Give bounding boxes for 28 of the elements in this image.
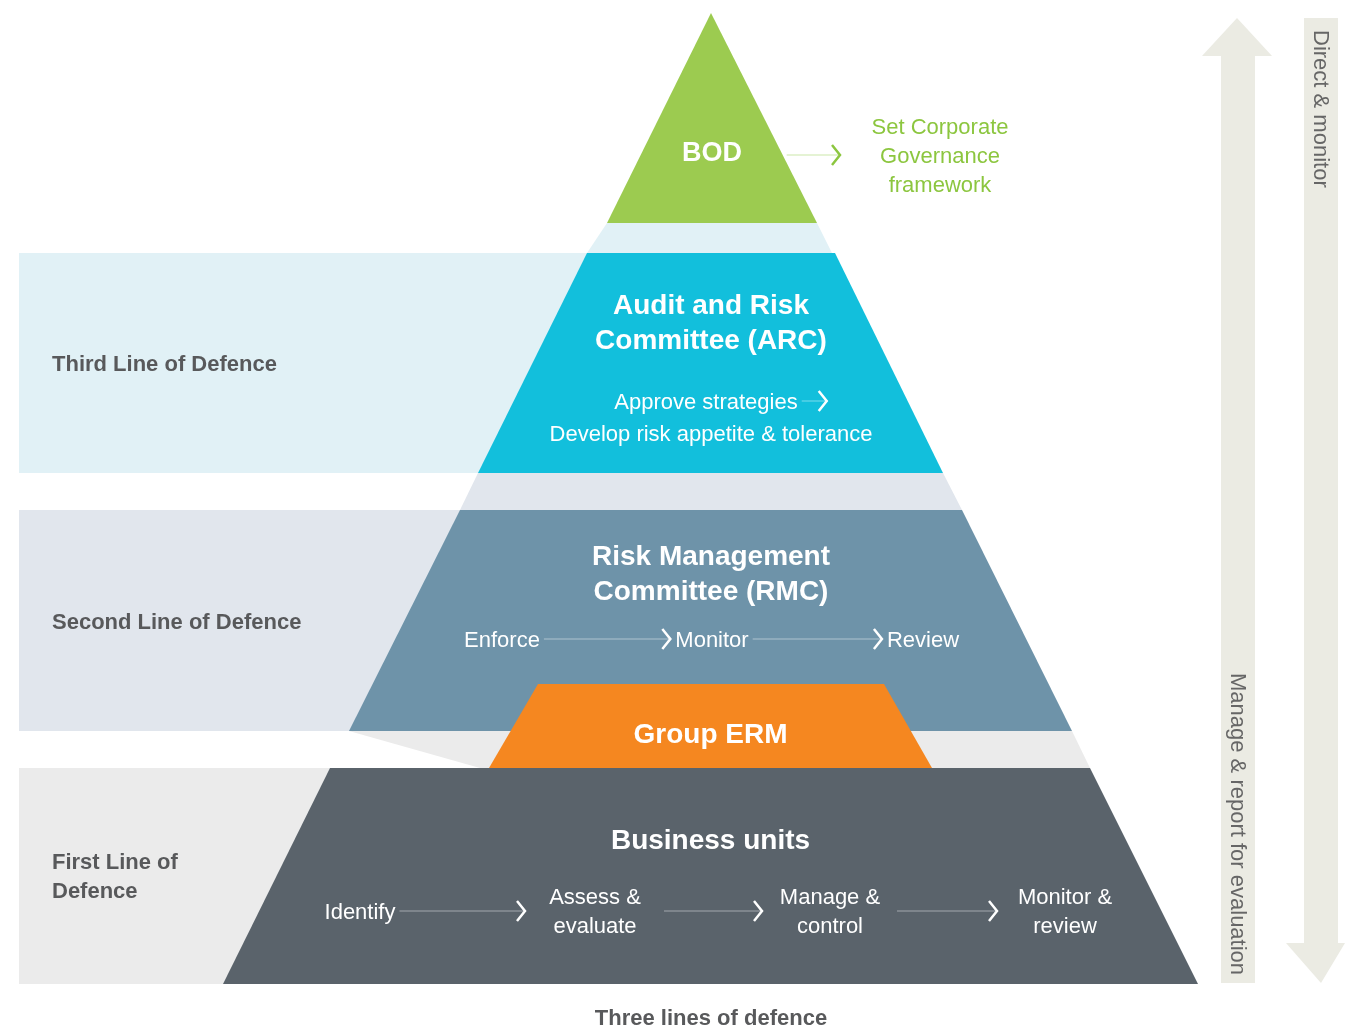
- band-label: First Line of Defence: [52, 848, 179, 905]
- caption: Three lines of defence: [594, 1004, 828, 1027]
- step-text: Review: [886, 625, 960, 654]
- step-text: Approve strategies: [614, 387, 798, 416]
- chevron-arrow: [896, 899, 999, 923]
- step-text: Manage & control: [778, 883, 882, 940]
- note-text: Set Corporate Governance framework: [870, 112, 1010, 199]
- band-label: Second Line of Defence: [52, 607, 302, 635]
- step-text: Enforce: [464, 625, 540, 654]
- chevron-arrow: [751, 627, 884, 651]
- step-text: Monitor & review: [1016, 883, 1114, 940]
- tier-title: Risk Management Committee (RMC): [590, 539, 832, 608]
- tier-title: Group ERM: [632, 717, 789, 751]
- step-text: Identify: [324, 897, 396, 926]
- chevron-arrow: [663, 899, 764, 923]
- tier-title: Business units: [609, 823, 812, 857]
- arrow-label: Manage & report for evaluation: [1224, 672, 1252, 975]
- chevron-arrow: [543, 627, 673, 651]
- chevron-arrow: [398, 899, 527, 923]
- step-text: Assess & evaluate: [548, 883, 642, 940]
- chevron-arrow: [800, 389, 829, 413]
- chevron-arrow: [785, 143, 842, 167]
- band-label: Third Line of Defence: [52, 349, 277, 378]
- tier-title: BOD: [681, 136, 743, 169]
- step-text: Monitor: [675, 625, 749, 654]
- arrow-label: Direct & monitor: [1307, 30, 1335, 188]
- tier-title: Audit and Risk Committee (ARC): [594, 288, 828, 357]
- step-text: Develop risk appetite & tolerance: [549, 419, 873, 448]
